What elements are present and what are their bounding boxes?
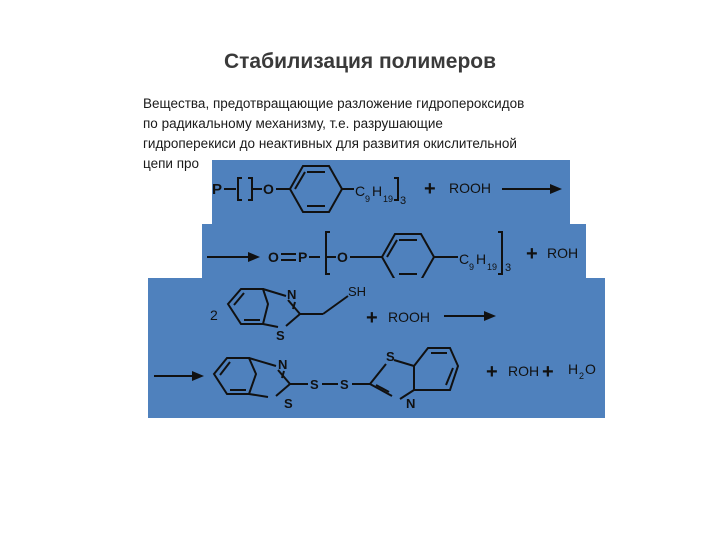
carbon-label: C <box>355 183 365 199</box>
subscript-19: 19 <box>487 262 497 272</box>
reaction-1-panel: P O C 9 H 19 3 + ROOH <box>212 160 570 224</box>
oxygen-label: O <box>263 181 274 197</box>
product-label: ROH <box>508 363 539 379</box>
coefficient-2: 2 <box>210 307 218 323</box>
arrow-head <box>192 371 204 381</box>
benzothiazole-ring-right <box>369 347 460 400</box>
body-line: гидроперекиси до неактивных для развития… <box>143 136 517 151</box>
oxygen-label: O <box>585 361 596 377</box>
sulfur-label: S <box>284 396 293 411</box>
plus-sign: + <box>424 178 436 200</box>
sulfur-label: S <box>340 377 349 392</box>
benzene-ring <box>380 233 436 281</box>
right-bracket <box>394 177 399 201</box>
nitrogen-label: N <box>406 396 415 411</box>
subscript-9: 9 <box>365 194 370 204</box>
carbon-label: C <box>459 251 469 267</box>
phosphorus-label: P <box>298 249 307 265</box>
hydrogen-label: H <box>372 183 382 199</box>
sulfur-label: S <box>386 349 395 364</box>
oxygen-label: O <box>337 249 348 265</box>
arrow-head <box>550 184 562 194</box>
subscript-2: 2 <box>579 371 584 381</box>
nitrogen-label: N <box>287 287 296 302</box>
sulfur-label: S <box>310 377 319 392</box>
reaction-3-4-diagram: 2 N S SH + ROOH <box>154 284 596 411</box>
index-3: 3 <box>400 195 406 207</box>
reagent-label: ROOH <box>388 309 430 325</box>
reaction-2-diagram: O P O C 9 H 19 3 + ROH <box>207 231 578 281</box>
plus-sign: + <box>486 361 498 383</box>
arrow-head <box>248 252 260 262</box>
product-label: ROH <box>547 245 578 261</box>
reagent-label: ROOH <box>449 180 491 196</box>
left-bracket <box>237 177 242 201</box>
reaction-3-4-panel: 2 N S SH + ROOH <box>148 278 605 418</box>
body-text: Вещества, предотвращающие разложение гид… <box>143 94 613 174</box>
body-line: Вещества, предотвращающие разложение гид… <box>143 96 525 111</box>
body-line: цепи про <box>143 156 200 171</box>
benzothiazole-ring <box>226 288 301 328</box>
right-bracket <box>498 231 503 275</box>
body-line: по радикальному механизму, т.е. разрушаю… <box>143 116 443 131</box>
arrow-head <box>484 311 496 321</box>
reaction-2-panel: O P O C 9 H 19 3 + ROH <box>202 224 586 281</box>
subscript-19: 19 <box>383 194 393 204</box>
slide-title: Стабилизация полимеров <box>223 50 497 73</box>
thiol-label: SH <box>348 284 366 299</box>
hydrogen-label: H <box>476 251 486 267</box>
plus-sign: + <box>542 361 554 383</box>
benzene-ring <box>288 165 344 213</box>
nitrogen-label: N <box>278 357 287 372</box>
subscript-9: 9 <box>469 262 474 272</box>
index-3: 3 <box>505 262 511 274</box>
oxygen-label: O <box>268 249 279 265</box>
benzothiazole-ring-left <box>212 357 291 398</box>
plus-sign: + <box>366 307 378 329</box>
middle-bracket <box>248 177 253 201</box>
left-bracket <box>325 231 330 275</box>
reaction-1-diagram: P O C 9 H 19 3 + ROOH <box>212 165 562 213</box>
phosphorus-label: P <box>212 181 222 198</box>
plus-sign: + <box>526 243 538 265</box>
hydrogen-label: H <box>568 361 578 377</box>
sulfur-label: S <box>276 328 285 343</box>
